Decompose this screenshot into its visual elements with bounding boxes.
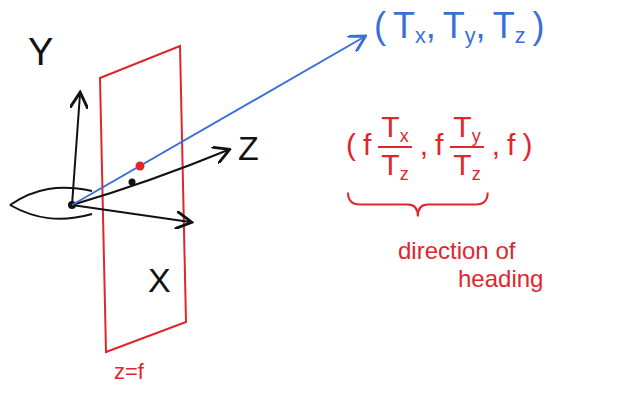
principal-point: [129, 179, 136, 186]
math-symbol: T: [381, 148, 399, 181]
label-slot: ,: [420, 128, 428, 161]
label-slot: y: [465, 24, 476, 48]
math-symbol: (: [374, 5, 386, 46]
brace: [348, 193, 488, 217]
math-symbol: T: [453, 110, 471, 143]
label-slot: f: [435, 128, 443, 161]
image-plane: [100, 46, 186, 352]
label-slot: heading: [458, 266, 543, 292]
label-slot: (: [374, 6, 386, 46]
math-subscript: z: [515, 23, 526, 48]
label-slot: T: [493, 6, 515, 46]
math-subscript: z: [472, 164, 481, 184]
math-symbol: (: [346, 128, 356, 161]
math-subscript: z: [400, 164, 409, 184]
math-symbol: ,: [426, 5, 436, 46]
math-subscript: y: [465, 23, 476, 48]
z-axis: [72, 150, 228, 205]
label-slot: ): [522, 128, 532, 161]
math-symbol: ,: [492, 128, 500, 161]
math-symbol: T: [381, 110, 399, 143]
math-symbol: ): [522, 128, 532, 161]
label-slot: y: [472, 127, 481, 147]
math-symbol: f: [507, 128, 515, 161]
axis-label: X: [148, 261, 171, 299]
label-slot: T: [453, 148, 471, 181]
label-slot: T: [393, 6, 415, 46]
math-subscript: x: [400, 126, 409, 146]
axis-label: Y: [28, 31, 53, 73]
label-slot: z: [400, 165, 409, 185]
math-symbol: ,: [476, 5, 486, 46]
math-symbol: T: [453, 148, 471, 181]
label-slot: Y: [28, 32, 53, 74]
math-symbol: T: [393, 5, 415, 46]
denominator: Tz: [450, 148, 483, 184]
math-subscript: x: [415, 23, 426, 48]
label-slot: Z: [238, 130, 259, 167]
math-symbol: ,: [420, 128, 428, 161]
label-slot: ,: [492, 128, 500, 161]
label-slot: T: [381, 148, 399, 181]
numerator: Tx: [378, 110, 411, 148]
formula: (fTxTz,fTyTz,f): [346, 110, 532, 185]
math-subscript: y: [472, 126, 481, 146]
denominator: Tz: [378, 148, 411, 184]
label-slot: T: [443, 6, 465, 46]
label-slot: T: [453, 110, 471, 143]
note-label: direction of: [398, 237, 515, 264]
label-slot: ): [532, 6, 544, 46]
heading-point: [136, 162, 145, 171]
y-axis: [72, 94, 80, 205]
label-slot: z: [515, 24, 526, 48]
vector-label: (Tx,Ty,Tz): [374, 6, 544, 48]
label-slot: z: [472, 165, 481, 185]
label-slot: X: [148, 262, 171, 299]
plane-label: z=f: [114, 359, 144, 384]
label-slot: (: [346, 128, 356, 161]
label-slot: z=f: [114, 360, 144, 384]
math-symbol: f: [363, 128, 371, 161]
label-slot: ,: [476, 6, 486, 46]
math-symbol: ): [532, 5, 544, 46]
heading-vector: [72, 37, 364, 205]
label-slot: f: [363, 128, 371, 161]
math-symbol: T: [443, 5, 465, 46]
axis-label: Z: [238, 129, 259, 167]
label-slot: T: [381, 110, 399, 143]
fraction: TxTz: [378, 110, 411, 185]
label-slot: direction of: [398, 238, 515, 264]
label-slot: x: [415, 24, 426, 48]
numerator: Ty: [450, 110, 483, 148]
x-axis: [72, 205, 190, 222]
math-symbol: f: [435, 128, 443, 161]
note-label: heading: [458, 265, 543, 292]
math-symbol: T: [493, 5, 515, 46]
fraction: TyTz: [450, 110, 483, 185]
label-slot: ,: [426, 6, 436, 46]
label-slot: x: [400, 127, 409, 147]
label-slot: f: [507, 128, 515, 161]
